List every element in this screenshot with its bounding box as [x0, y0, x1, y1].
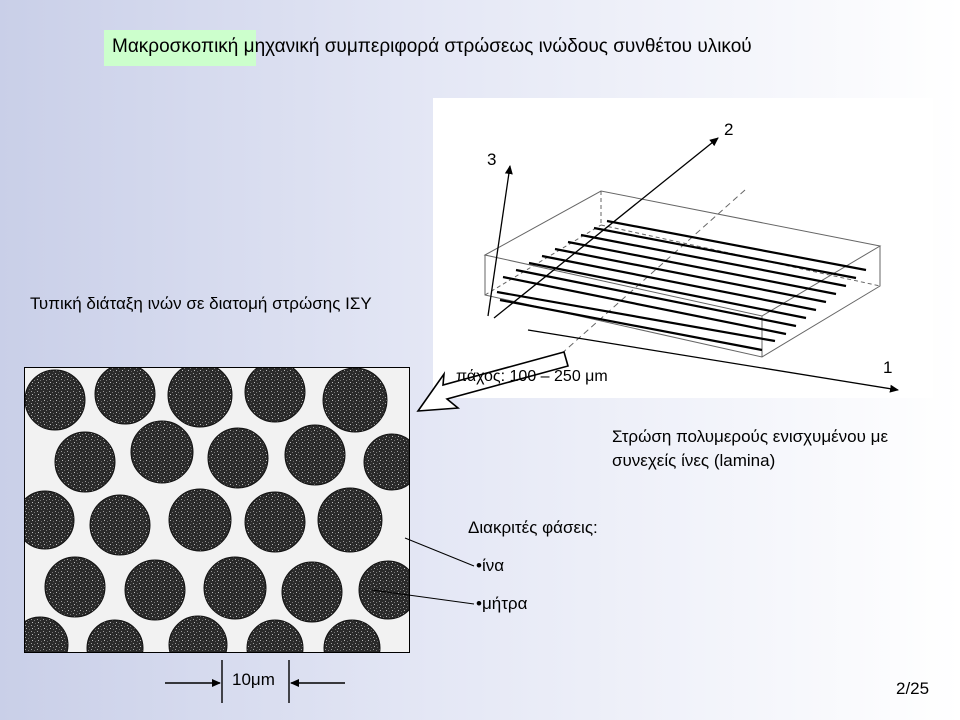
title-highlighted-word: Μακροσκοπική: [112, 36, 239, 57]
title-highlight: [104, 30, 256, 66]
lamina-diagram-panel: [433, 98, 933, 398]
matrix-leader-line: [371, 589, 475, 605]
page-number: 2/25: [896, 679, 930, 698]
fiber-arrangement-caption: Τυπική διάταξη ινών σε διατομή στρώσης Ι…: [30, 294, 372, 313]
lamina-caption-line-2: συνεχείς ίνες (lamina): [612, 451, 776, 470]
axis-3-label: 3: [487, 150, 497, 169]
axis-3-arrow: [487, 165, 513, 317]
axis-2-arrow: [493, 137, 719, 319]
fiber-leader-line: [404, 537, 475, 567]
slide-title: Μακροσκοπική μηχανική συμπεριφορά στρώσε…: [112, 36, 752, 58]
scale-bar: [165, 660, 345, 703]
hollow-pointer-arrow: [416, 351, 569, 412]
axis-1-arrow: [527, 329, 899, 393]
axis-2-label: 2: [724, 120, 734, 139]
phase-matrix-item: •μήτρα: [476, 594, 528, 613]
lamina-caption-line-1: Στρώση πολυμερούς ενισχυμένου με: [612, 427, 889, 446]
fiber-micrograph: [24, 367, 410, 653]
scale-bar-label: 10μm: [232, 670, 275, 689]
fiber-lines: [496, 219, 867, 352]
axis-1-label: 1: [883, 358, 893, 377]
phases-heading: Διακριτές φάσεις:: [468, 518, 598, 537]
thickness-label: πάχος: 100 – 250 μm: [456, 368, 608, 385]
title-rest: μηχανική συμπεριφορά στρώσεως ινώδους συ…: [238, 36, 752, 57]
phase-fiber-item: •ίνα: [476, 556, 505, 575]
